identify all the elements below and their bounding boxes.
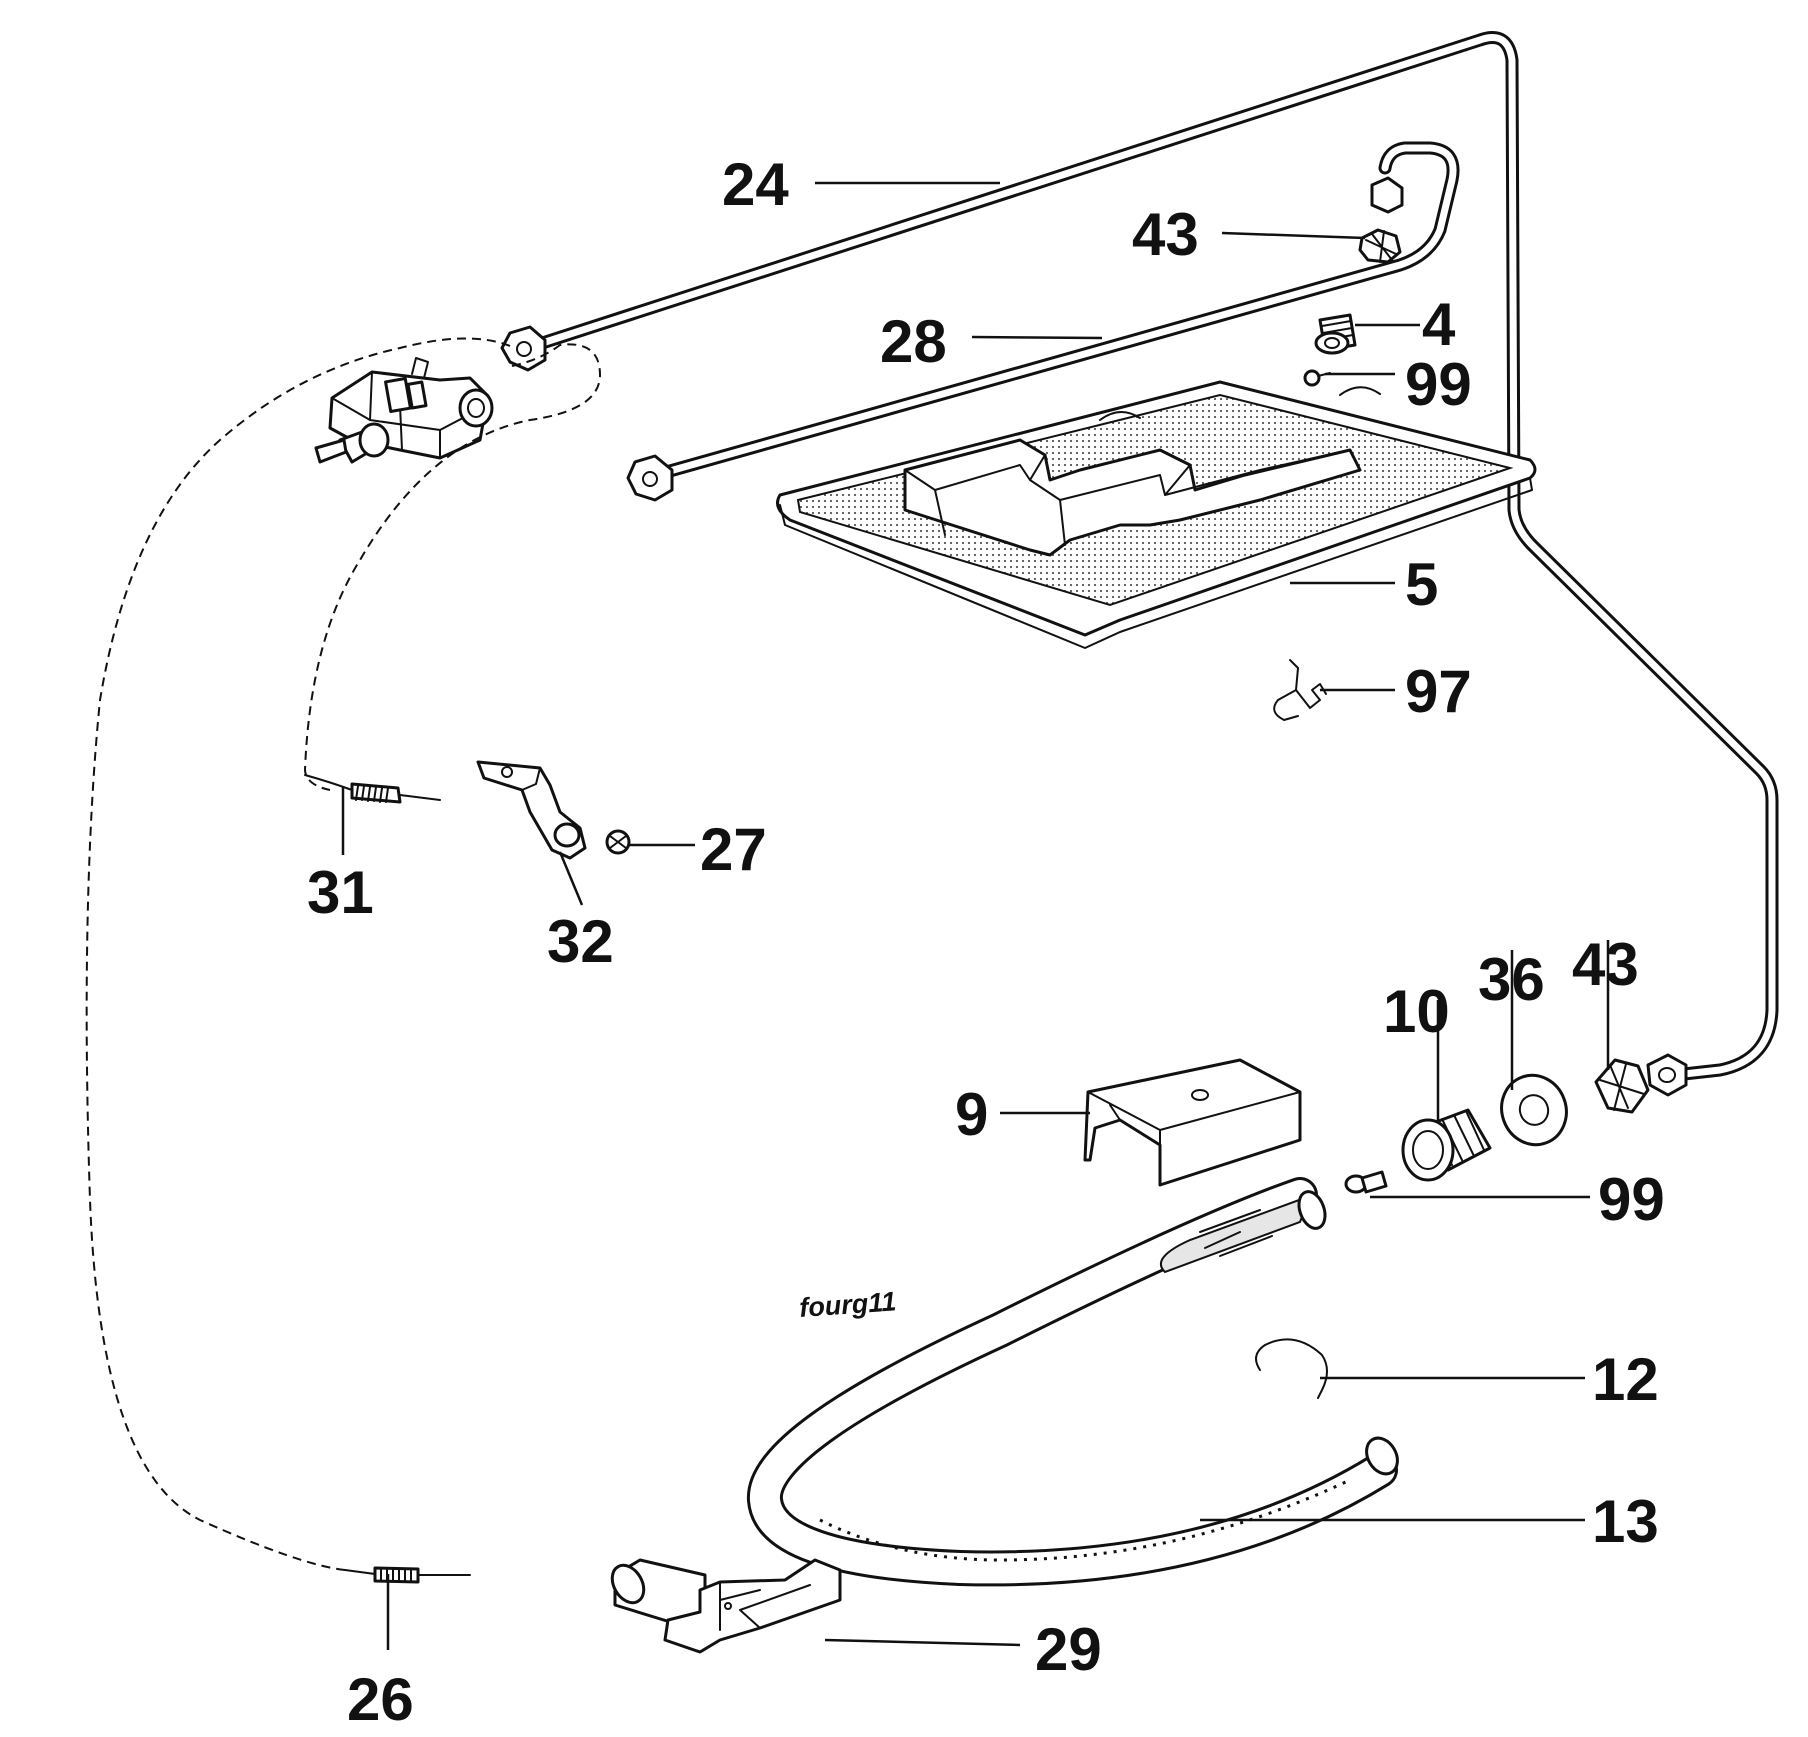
cover-9	[1083, 1058, 1302, 1187]
callout-43-bottom: 43	[1572, 931, 1639, 998]
probe-31	[304, 774, 441, 804]
drawing-code: fourg11	[798, 1286, 897, 1323]
callout-36: 36	[1478, 946, 1545, 1013]
callout-29: 29	[1035, 1616, 1102, 1683]
sensor-wire-31	[303, 343, 602, 791]
nut-43-top	[1358, 176, 1404, 264]
callout-12: 12	[1592, 1346, 1659, 1413]
clip-97	[1273, 659, 1327, 721]
bracket-32	[476, 760, 587, 860]
callout-99-bottom: 99	[1598, 1166, 1665, 1233]
callout-5: 5	[1405, 551, 1438, 618]
callout-31: 31	[307, 859, 374, 926]
callout-10: 10	[1383, 978, 1450, 1045]
screw-99-top	[1303, 369, 1331, 387]
burner-tray-5	[776, 380, 1537, 649]
gas-pipe-24	[500, 31, 1779, 1082]
gas-pipe-28	[626, 141, 1460, 502]
nut-27	[605, 829, 631, 855]
callout-24: 24	[722, 151, 789, 218]
probe-26	[344, 1566, 471, 1584]
callout-26: 26	[347, 1666, 414, 1733]
screw-99-bottom	[1344, 1170, 1388, 1194]
washer-36	[1500, 1073, 1568, 1147]
bracket-29	[610, 1558, 842, 1654]
burner-tube-13	[746, 1177, 1399, 1587]
callout-28: 28	[880, 308, 947, 375]
callout-13: 13	[1592, 1488, 1659, 1555]
injector-4	[1314, 313, 1357, 355]
leader-lines	[341, 181, 1610, 1650]
callout-32: 32	[547, 908, 614, 975]
callout-97: 97	[1405, 658, 1472, 725]
callout-27: 27	[700, 816, 767, 883]
gas-valve	[314, 357, 494, 464]
sensor-wire-26	[85, 337, 511, 1571]
nozzle-10	[1401, 1108, 1492, 1182]
nut-43-bottom	[1594, 1053, 1688, 1114]
callout-43-top: 43	[1132, 201, 1199, 268]
callout-9: 9	[955, 1081, 988, 1148]
clip-12	[1255, 1338, 1328, 1399]
callout-4: 4	[1422, 291, 1456, 358]
callout-99-top: 99	[1405, 351, 1472, 418]
